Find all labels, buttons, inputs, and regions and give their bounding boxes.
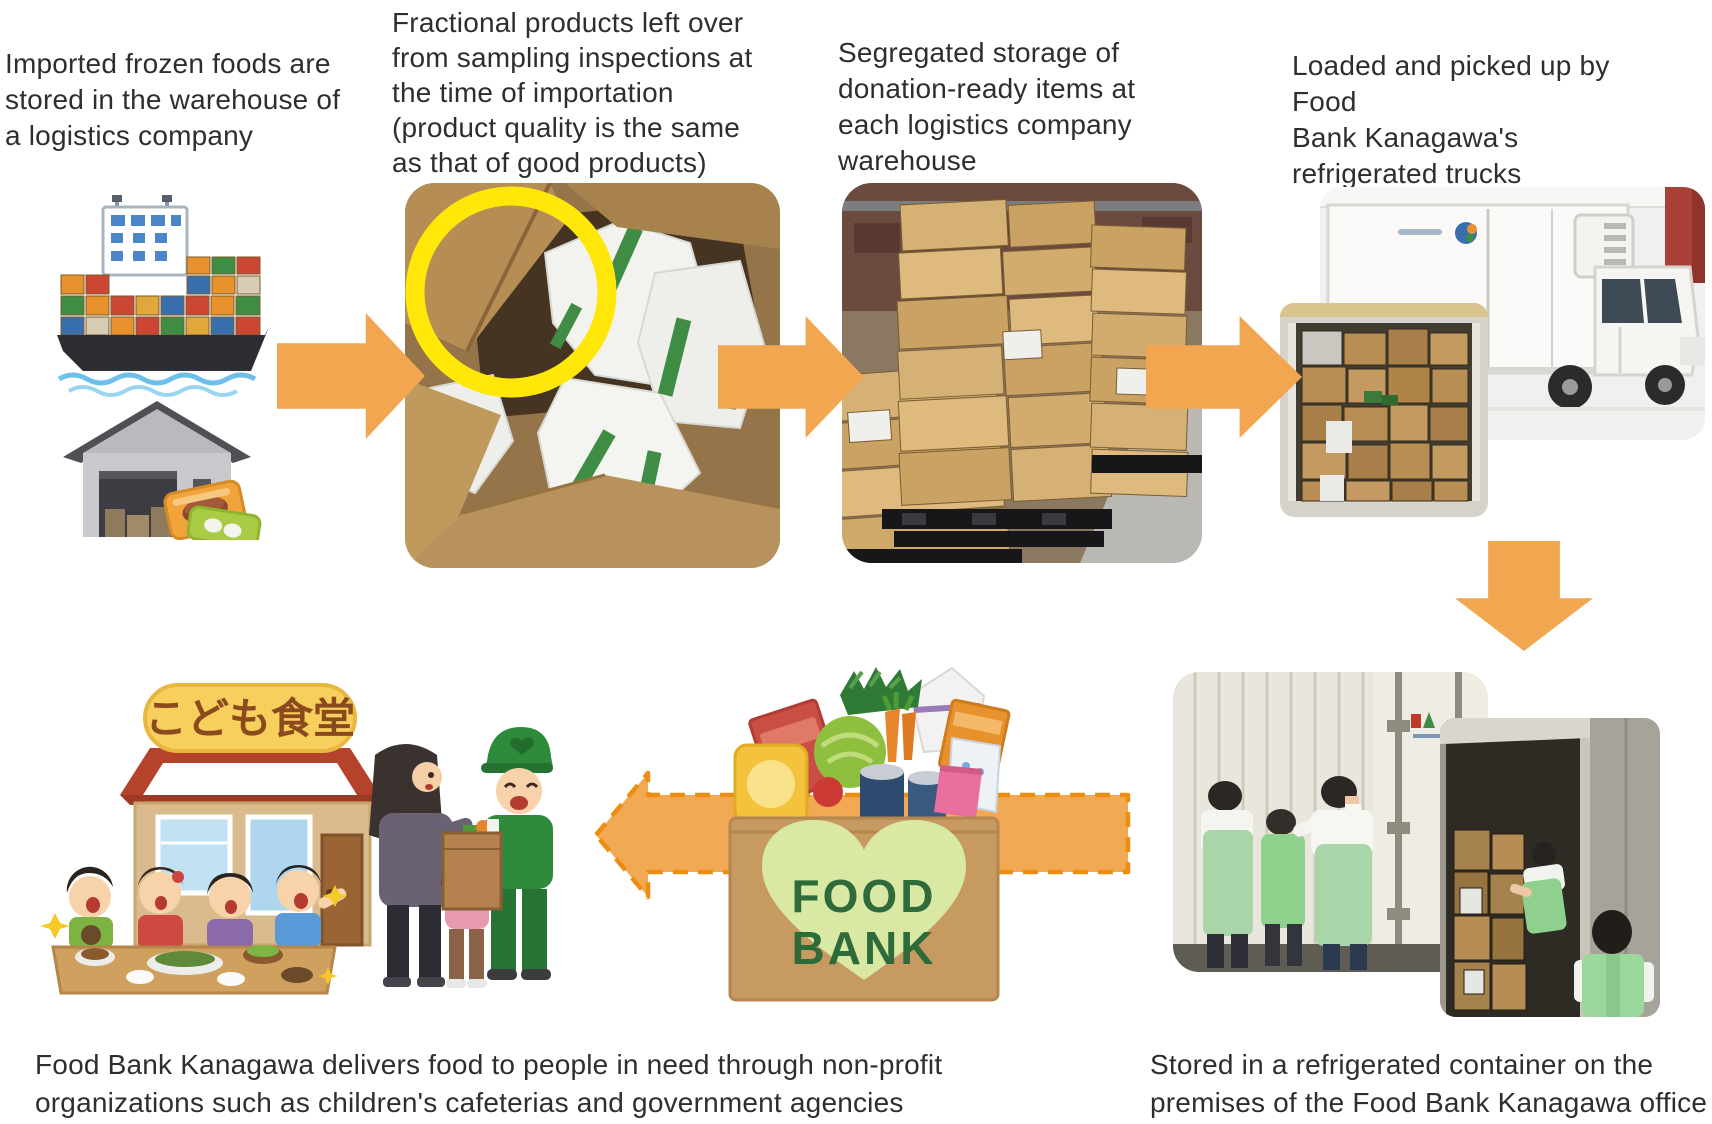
volunteer-3 [1311, 776, 1373, 970]
canned-food [860, 764, 946, 818]
sparkles [40, 885, 347, 985]
photo-container-loading [1440, 718, 1660, 1017]
grocery-bag [441, 819, 503, 911]
worker-foreground [1574, 910, 1654, 1017]
caption-step1: Imported frozen foods are stored in the … [5, 48, 341, 151]
children-cafeteria-icon: こども食堂 [40, 683, 553, 995]
illustration-ship-warehouse [55, 195, 270, 540]
delivery-person-icon [441, 727, 553, 980]
cafeteria-sign [143, 683, 357, 753]
photo-truck-cargo-inset [1280, 303, 1488, 517]
photo-warehouse-pallets [842, 183, 1202, 563]
pallet-boxes-photo [842, 183, 1202, 563]
heart-icon [762, 820, 966, 980]
child-1 [66, 866, 113, 949]
container-ship-icon [57, 195, 269, 397]
caption-step4: Loaded and picked up by Food Bank Kanaga… [1292, 50, 1610, 189]
food-bank-label-line1: FOOD [792, 870, 937, 922]
child-4 [275, 865, 347, 947]
worker-inside [1510, 842, 1567, 934]
photo-sampling-box [405, 183, 780, 568]
food-bank-label-line2: BANK [792, 922, 937, 974]
sampling-box-photo [405, 183, 780, 568]
container-loading-photo [1440, 718, 1660, 1017]
down-arrow-icon [1455, 541, 1593, 651]
truck-cargo-photo [1280, 303, 1488, 517]
food-bank-box-icon: FOOD BANK [728, 816, 1000, 1002]
caption-step3: Segregated storage of donation-ready ite… [838, 37, 1136, 176]
right-box-stack [1089, 224, 1189, 497]
food-bank-box-icon: FOOD BANK [728, 666, 1011, 1002]
child-3 [207, 873, 253, 949]
volunteer-1 [1201, 781, 1253, 968]
caption-step5: Stored in a refrigerated container on th… [1150, 1049, 1708, 1118]
right-arrow-icon [277, 313, 425, 439]
food-items [733, 666, 1011, 825]
volunteer-2 [1261, 809, 1319, 966]
stacked-boxes [1453, 829, 1527, 1011]
container-ship-icon [57, 195, 269, 540]
frozen-food-packages-icon [163, 479, 262, 540]
carrots [881, 692, 916, 762]
child-2 [137, 867, 184, 949]
caption-step6: Food Bank Kanagawa delivers food to peop… [35, 1049, 943, 1118]
cafeteria-sign-label: こども食堂 [145, 695, 355, 742]
eating-children [40, 865, 347, 995]
refrigeration-unit [1573, 213, 1635, 279]
illustration-children-cafeteria: こども食堂 [35, 645, 555, 1005]
caption-step2: Fractional products left over from sampl… [392, 7, 753, 178]
truck-cab [1593, 265, 1705, 377]
highlight-circle-icon [405, 186, 617, 398]
illustration-food-bank-box: FOOD BANK [700, 650, 1030, 1005]
container-logo [1411, 712, 1447, 738]
middle-box-stack [896, 198, 1113, 506]
